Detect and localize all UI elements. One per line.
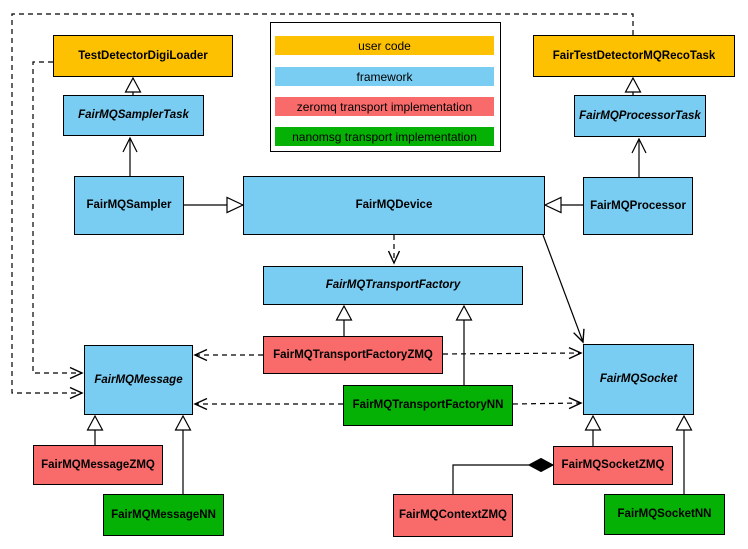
class-box-fairmqmessagenn: FairMQMessageNN bbox=[103, 494, 224, 536]
class-box-fairmqsocket: FairMQSocket bbox=[583, 344, 694, 415]
edge-inherit-samplertask-to-digiloader bbox=[124, 76, 142, 95]
edge-assoc-sampler-to-samplertask bbox=[122, 136, 138, 176]
legend-item-user-code: user code bbox=[275, 36, 494, 55]
class-box-fairmqdevice: FairMQDevice bbox=[243, 176, 545, 235]
class-box-fairmqmessage: FairMQMessage bbox=[84, 345, 193, 415]
edge-inherit-processor-to-device bbox=[543, 196, 583, 214]
class-box-fairmqsamplertask: FairMQSamplerTask bbox=[63, 95, 204, 136]
class-box-fairmqsocketzmq: FairMQSocketZMQ bbox=[553, 446, 673, 485]
class-box-fairmqprocessortask: FairMQProcessorTask bbox=[574, 95, 706, 137]
edge-inherit-factoryzmq-to-factory bbox=[335, 304, 353, 336]
legend-item-nanomsg: nanomsg transport implementation bbox=[275, 127, 494, 146]
edge-assoc-device-to-socket bbox=[542, 234, 585, 344]
class-box-fairmqsampler: FairMQSampler bbox=[74, 176, 184, 235]
edge-inherit-socketnn-to-socket bbox=[675, 414, 693, 494]
class-box-fairmqcontextzmq: FairMQContextZMQ bbox=[393, 494, 513, 537]
edge-inherit-factorynn-to-factory bbox=[455, 304, 473, 385]
edge-dep-digiloader-to-message bbox=[32, 61, 84, 380]
class-box-fairmqsocketnn: FairMQSocketNN bbox=[604, 494, 725, 535]
edge-dep-factorynn-to-socket bbox=[512, 397, 583, 410]
edge-inherit-processortask-to-recotask bbox=[624, 76, 642, 95]
legend-item-framework: framework bbox=[275, 67, 494, 86]
class-box-fairmqmessagezmq: FairMQMessageZMQ bbox=[33, 445, 163, 485]
edge-inherit-sampler-to-device bbox=[184, 196, 245, 214]
edge-inherit-socketzmq-to-socket bbox=[584, 414, 602, 446]
class-box-fairtestdetectormqrecotask: FairTestDetectorMQRecoTask bbox=[533, 35, 735, 77]
class-box-testdetectordigiloader: TestDetectorDigiLoader bbox=[53, 35, 233, 77]
class-box-fairmqtransportfactory: FairMQTransportFactory bbox=[263, 266, 523, 305]
edge-dep-recotask-to-message bbox=[11, 13, 634, 400]
legend: user code framework zeromq transport imp… bbox=[270, 22, 501, 152]
edge-composition-socketzmq-contextzmq bbox=[452, 457, 555, 494]
edge-inherit-messagenn-to-message bbox=[174, 414, 192, 494]
edge-inherit-messagezmq-to-message bbox=[86, 414, 104, 445]
class-box-fairmqtransportfactoryzmq: FairMQTransportFactoryZMQ bbox=[263, 336, 443, 374]
legend-item-zeromq: zeromq transport implementation bbox=[275, 97, 494, 116]
edge-assoc-processor-to-processortask bbox=[631, 137, 647, 177]
class-box-fairmqtransportfactorynn: FairMQTransportFactoryNN bbox=[343, 385, 513, 426]
class-box-fairmqprocessor: FairMQProcessor bbox=[583, 177, 693, 235]
